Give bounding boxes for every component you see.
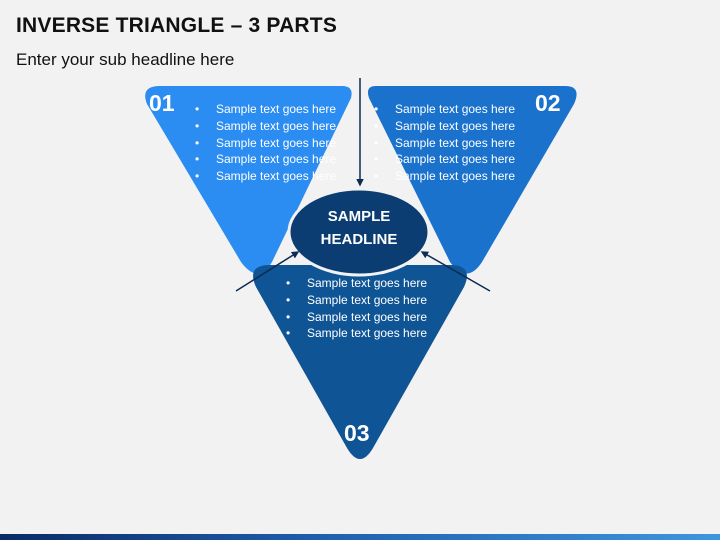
- bottom-accent-bar: [0, 534, 720, 540]
- slide-subtitle: Enter your sub headline here: [16, 50, 235, 69]
- list-item: Sample text goes here: [284, 309, 427, 326]
- list-item: Sample text goes here: [372, 101, 515, 118]
- list-item: Sample text goes here: [193, 135, 336, 152]
- list-item: Sample text goes here: [372, 151, 515, 168]
- list-item: Sample text goes here: [193, 168, 336, 185]
- list-item: Sample text goes here: [372, 168, 515, 185]
- part-03-bullet-list: Sample text goes here Sample text goes h…: [284, 275, 427, 342]
- center-headline-line1: SAMPLE: [327, 208, 391, 225]
- arrow-bottom-left: [235, 251, 300, 292]
- list-item: Sample text goes here: [193, 151, 336, 168]
- list-item: Sample text goes here: [372, 118, 515, 135]
- list-item: Sample text goes here: [372, 135, 515, 152]
- part-01-bullet-list: Sample text goes here Sample text goes h…: [193, 101, 336, 185]
- part-number-02: 02: [535, 90, 561, 116]
- part-number-01: 01: [149, 90, 175, 116]
- part-number-03: 03: [344, 420, 370, 446]
- part-02-bullet-list: Sample text goes here Sample text goes h…: [372, 101, 515, 185]
- list-item: Sample text goes here: [193, 118, 336, 135]
- slide-title: INVERSE TRIANGLE – 3 PARTS: [16, 14, 338, 37]
- center-headline-line2: HEADLINE: [320, 231, 398, 248]
- list-item: Sample text goes here: [284, 275, 427, 292]
- list-item: Sample text goes here: [193, 101, 336, 118]
- center-headline: SAMPLE HEADLINE: [291, 205, 427, 251]
- list-item: Sample text goes here: [284, 292, 427, 309]
- arrow-bottom-right: [420, 251, 491, 292]
- list-item: Sample text goes here: [284, 325, 427, 342]
